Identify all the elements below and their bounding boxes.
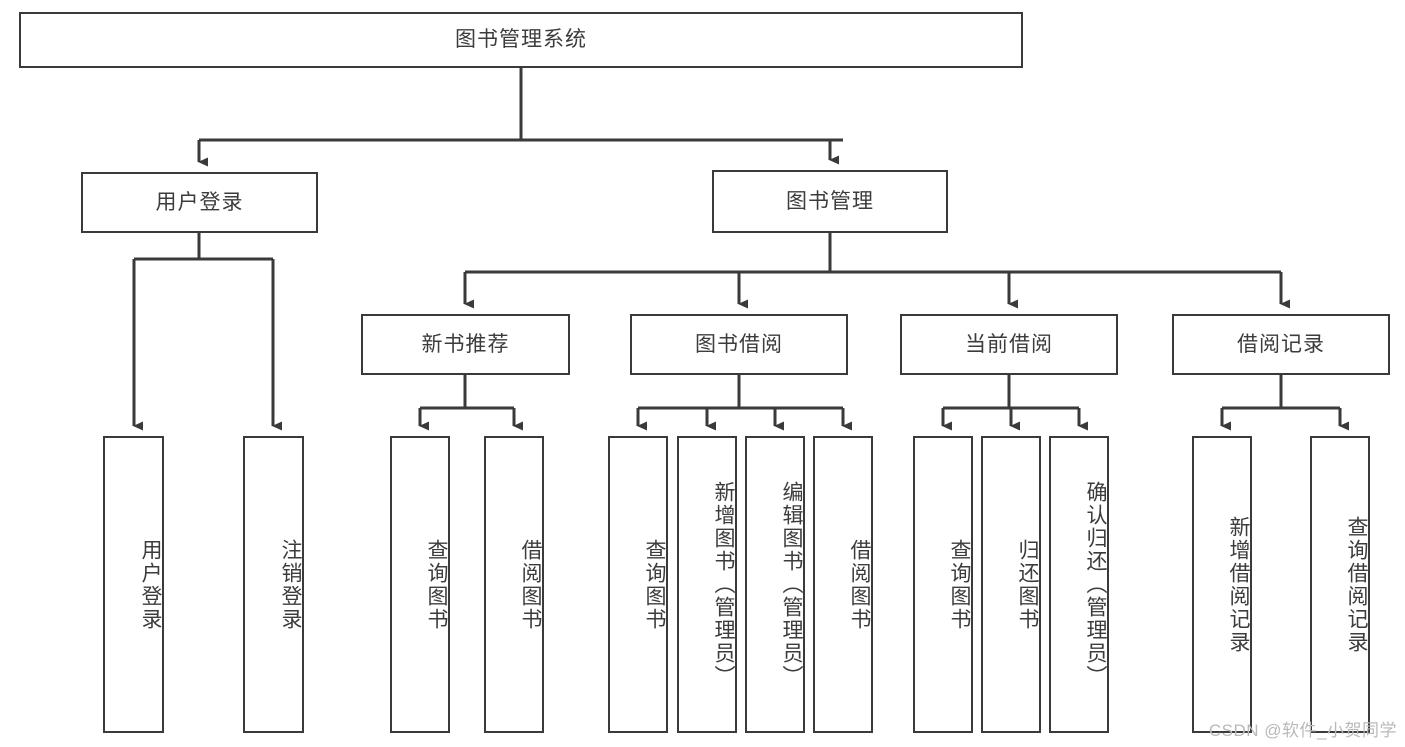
node-leaf-query-book-2[interactable]: 查询图书 <box>608 436 668 733</box>
leaf-label: 新增借阅记录 <box>1227 515 1250 654</box>
node-leaf-user-logout[interactable]: 注销登录 <box>243 436 304 733</box>
leaf-label: 新增图书（管理员） <box>712 481 735 688</box>
leaf-label: 查询图书 <box>643 538 666 631</box>
node-leaf-return-book[interactable]: 归还图书 <box>981 436 1041 733</box>
node-current-borrow[interactable]: 当前借阅 <box>900 314 1118 375</box>
node-leaf-borrow-book-1[interactable]: 借阅图书 <box>484 436 544 733</box>
leaf-label: 用户登录 <box>139 538 162 631</box>
node-leaf-query-book-1[interactable]: 查询图书 <box>390 436 450 733</box>
leaf-label: 借阅图书 <box>848 538 871 631</box>
node-leaf-confirm-return[interactable]: 确认归还（管理员） <box>1049 436 1109 733</box>
node-new-book-recommend[interactable]: 新书推荐 <box>361 314 570 375</box>
node-leaf-query-book-3[interactable]: 查询图书 <box>913 436 973 733</box>
node-user-login[interactable]: 用户登录 <box>81 172 318 233</box>
node-leaf-borrow-book-2[interactable]: 借阅图书 <box>813 436 873 733</box>
leaf-label: 查询借阅记录 <box>1345 515 1368 654</box>
leaf-label: 注销登录 <box>279 538 302 631</box>
node-leaf-user-login[interactable]: 用户登录 <box>103 436 164 733</box>
leaf-label: 借阅图书 <box>519 538 542 631</box>
watermark-text: CSDN @软件_小贺同学 <box>1208 721 1397 740</box>
node-root-system[interactable]: 图书管理系统 <box>19 12 1023 68</box>
node-leaf-add-book[interactable]: 新增图书（管理员） <box>677 436 737 733</box>
node-leaf-edit-book[interactable]: 编辑图书（管理员） <box>745 436 805 733</box>
node-book-borrow[interactable]: 图书借阅 <box>630 314 848 375</box>
leaf-label: 编辑图书（管理员） <box>780 481 803 688</box>
node-leaf-add-record[interactable]: 新增借阅记录 <box>1192 436 1252 733</box>
leaf-label: 归还图书 <box>1016 538 1039 631</box>
node-leaf-query-record[interactable]: 查询借阅记录 <box>1310 436 1370 733</box>
leaf-label: 查询图书 <box>425 538 448 631</box>
leaf-label: 确认归还（管理员） <box>1084 481 1107 688</box>
node-borrow-record[interactable]: 借阅记录 <box>1172 314 1390 375</box>
node-book-manage[interactable]: 图书管理 <box>712 170 948 233</box>
leaf-label: 查询图书 <box>948 538 971 631</box>
